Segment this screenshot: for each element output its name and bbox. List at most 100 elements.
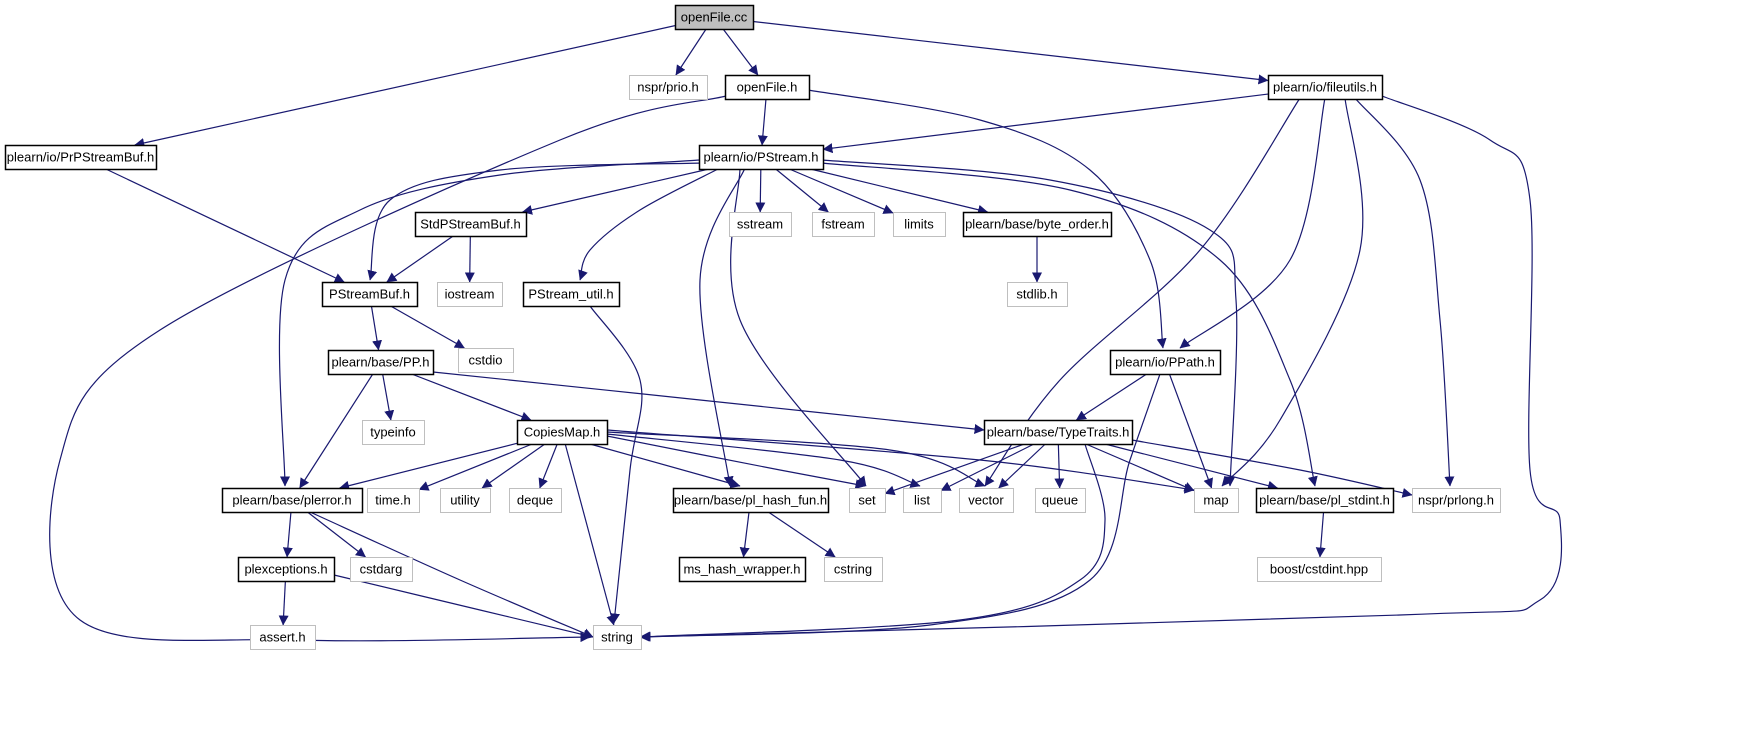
edge-pp-to-typetraits <box>432 371 985 434</box>
node-box <box>903 488 942 513</box>
node-box <box>1109 349 1222 376</box>
edge-openfile_cc-to-nspr_prio <box>675 28 707 76</box>
edge-pl_hash_fun-to-ms_hash_wrapper <box>739 511 750 558</box>
node-copiesmap[interactable]: CopiesMap.h <box>516 419 609 446</box>
edge-pstream-to-pl_stdint <box>821 162 1318 487</box>
node-plexceptions[interactable]: plexceptions.h <box>237 556 336 583</box>
edge-pstream-to-plerror <box>278 159 701 487</box>
node-label: limits <box>904 217 934 232</box>
node-box <box>327 349 435 376</box>
node-box <box>1035 488 1086 513</box>
node-deque: deque <box>509 488 562 513</box>
edge-pl_stdint-to-boost_cstdint <box>1315 511 1326 558</box>
node-box <box>221 487 364 514</box>
edge-stdpstreambuf-to-iostream <box>464 235 475 283</box>
edge-fileutils-to-ppath <box>1179 97 1326 349</box>
node-stdlib: stdlib.h <box>1007 282 1068 307</box>
node-iostream: iostream <box>437 282 503 307</box>
node-box <box>593 625 642 650</box>
node-label: openFile.cc <box>681 10 748 25</box>
node-label: plearn/base/TypeTraits.h <box>987 425 1130 440</box>
edge-copiesmap-to-utility <box>481 443 546 489</box>
edge-typetraits-to-vector <box>998 443 1046 489</box>
edge-pstream-to-pstreambuf <box>367 162 703 281</box>
node-box <box>1007 282 1068 307</box>
node-label: deque <box>517 493 553 508</box>
node-label: plearn/io/PrPStreamBuf.h <box>7 150 154 165</box>
node-box <box>414 211 528 238</box>
edge-copiesmap-to-list <box>606 433 921 488</box>
node-label: time.h <box>375 493 410 508</box>
nodes-layer: openFile.cc nspr/prio.h openFile.h plearn/i… <box>4 4 1501 650</box>
node-label: nspr/prlong.h <box>1418 493 1494 508</box>
node-label: PStream_util.h <box>528 287 613 302</box>
node-box <box>959 488 1014 513</box>
node-label: cstring <box>834 562 872 577</box>
node-queue: queue <box>1035 488 1086 513</box>
edge-ppath-to-string <box>640 373 1161 642</box>
node-typeinfo: typeinfo <box>362 420 425 445</box>
node-nspr-prio: nspr/prio.h <box>629 75 708 100</box>
node-label: CopiesMap.h <box>524 425 601 440</box>
edge-fileutils-to-map <box>1221 97 1364 487</box>
edge-pstreambuf-to-pp <box>370 305 382 351</box>
node-label: plearn/base/byte_order.h <box>965 217 1109 232</box>
node-ppath[interactable]: plearn/io/PPath.h <box>1109 349 1222 376</box>
node-label: openFile.h <box>737 80 798 95</box>
node-label: string <box>601 630 633 645</box>
node-box <box>983 419 1134 446</box>
edge-pstream-to-sstream <box>755 168 766 213</box>
node-label: PStreamBuf.h <box>329 287 410 302</box>
node-box <box>698 144 825 171</box>
node-ms-hash-wrapper[interactable]: ms_hash_wrapper.h <box>678 556 807 583</box>
node-pstreambuf[interactable]: PStreamBuf.h <box>321 281 419 308</box>
node-stdpstreambuf[interactable]: StdPStreamBuf.h <box>414 211 528 238</box>
edge-typetraits-to-map <box>1085 443 1195 492</box>
node-label: plexceptions.h <box>244 562 327 577</box>
edge-typetraits-to-list <box>940 443 1035 492</box>
node-pstream[interactable]: plearn/io/PStream.h <box>698 144 825 171</box>
node-box <box>440 488 491 513</box>
node-box <box>4 144 158 171</box>
node-pp[interactable]: plearn/base/PP.h <box>327 349 435 376</box>
edge-openfile_h-to-ppath <box>807 89 1167 349</box>
node-box <box>516 419 609 446</box>
node-label: plearn/io/fileutils.h <box>1273 80 1377 95</box>
node-box <box>724 74 811 101</box>
node-fileutils[interactable]: plearn/io/fileutils.h <box>1267 74 1384 101</box>
node-typetraits[interactable]: plearn/base/TypeTraits.h <box>983 419 1134 446</box>
edge-pstream-to-byte_order <box>810 168 989 215</box>
node-label: boost/cstdint.hpp <box>1270 562 1368 577</box>
node-prpstreambuf[interactable]: plearn/io/PrPStreamBuf.h <box>4 144 158 171</box>
node-utility: utility <box>440 488 491 513</box>
node-box <box>250 625 316 650</box>
node-label: plearn/io/PStream.h <box>704 150 819 165</box>
edge-copiesmap-to-deque <box>538 443 558 489</box>
node-pstream-util[interactable]: PStream_util.h <box>522 281 621 308</box>
edge-plexceptions-to-assert_h <box>278 580 289 626</box>
node-box <box>729 212 792 237</box>
edge-pstream-to-limits <box>789 168 894 214</box>
node-box <box>1194 488 1239 513</box>
node-openfile-h[interactable]: openFile.h <box>724 74 811 101</box>
edge-copiesmap-to-map <box>606 429 1195 494</box>
node-pl-stdint[interactable]: plearn/base/pl_stdint.h <box>1255 487 1395 514</box>
node-label: StdPStreamBuf.h <box>420 217 520 232</box>
node-byte-order[interactable]: plearn/base/byte_order.h <box>962 211 1113 238</box>
node-pl-hash-fun[interactable]: plearn/base/pl_hash_fun.h <box>672 487 830 514</box>
node-cstdarg: cstdarg <box>350 557 413 582</box>
node-openfile-cc[interactable]: openFile.cc <box>674 4 755 31</box>
node-box <box>629 75 708 100</box>
edge-pstream-to-pstream_util <box>578 167 721 281</box>
edge-typetraits-to-queue <box>1054 443 1065 489</box>
edge-copiesmap-to-plerror <box>339 442 518 491</box>
node-label: set <box>858 493 876 508</box>
node-nspr-prlong: nspr/prlong.h <box>1412 488 1501 513</box>
edge-openfile_cc-to-fileutils <box>752 20 1269 85</box>
node-box <box>458 348 514 373</box>
node-label: ms_hash_wrapper.h <box>683 562 800 577</box>
edge-pstream-to-stdpstreambuf <box>522 168 710 215</box>
node-plerror[interactable]: plearn/base/plerror.h <box>221 487 364 514</box>
node-label: plearn/base/PP.h <box>331 355 429 370</box>
